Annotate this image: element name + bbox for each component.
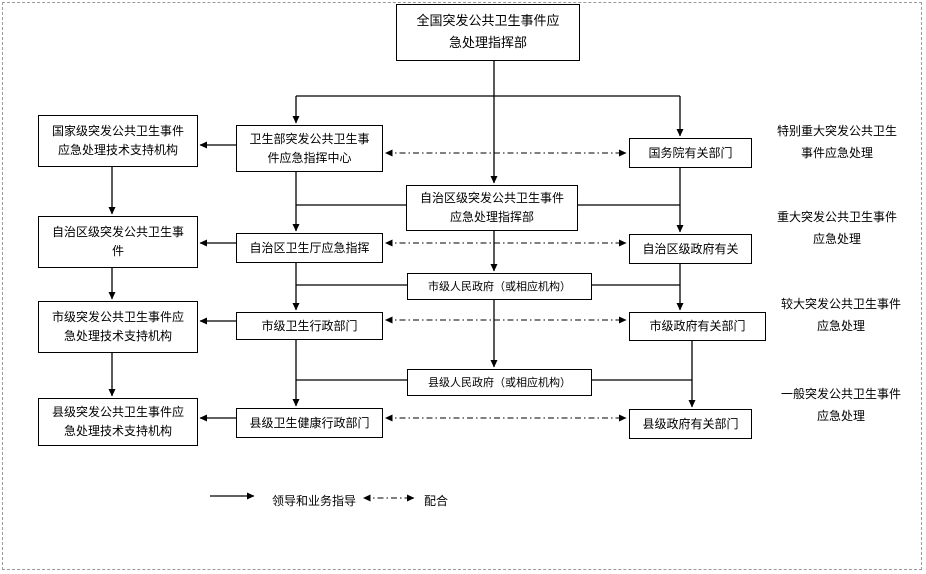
- box-city-gov-depts: 市级政府有关部门: [629, 312, 766, 341]
- legend-coop-label: 配合: [424, 494, 449, 508]
- box-region-command: 自治区级突发公共卫生事件应急处理指挥部: [406, 185, 578, 231]
- level-label-serious: 重大突发公共卫生事件应急处理: [776, 210, 897, 246]
- box-national-command: 全国突发公共卫生事件应急处理指挥部: [396, 4, 580, 61]
- level-label-general: 一般突发公共卫生事件应急处理: [780, 387, 901, 423]
- box-region-gov-depts: 自治区级政府有关: [629, 234, 752, 264]
- level-label-especially-serious: 特别重大突发公共卫生事件应急处理: [776, 124, 897, 160]
- box-city-tech-support: 市级突发公共卫生事件应急处理技术支持机构: [38, 301, 198, 353]
- box-county-tech-support: 县级突发公共卫生事件应急处理技术支持机构: [38, 398, 198, 446]
- box-state-council-depts: 国务院有关部门: [629, 138, 752, 168]
- box-national-tech-support: 国家级突发公共卫生事件应急处理技术支持机构: [38, 115, 198, 167]
- box-region-health-dept: 自治区卫生厅应急指挥: [236, 233, 383, 263]
- box-city-government: 市级人民政府（或相应机构）: [407, 273, 592, 300]
- box-city-health-dept: 市级卫生行政部门: [236, 312, 383, 340]
- box-county-government: 县级人民政府（或相应机构）: [407, 369, 592, 396]
- box-moh-command-center: 卫生部突发公共卫生事件应急指挥中心: [236, 125, 383, 172]
- legend-lead-label: 领导和业务指导: [272, 494, 357, 508]
- box-county-health-dept: 县级卫生健康行政部门: [236, 408, 383, 438]
- box-region-tech-support: 自治区级突发公共卫生事件: [38, 216, 198, 268]
- level-label-major: 较大突发公共卫生事件应急处理: [780, 297, 901, 333]
- box-county-gov-depts: 县级政府有关部门: [629, 409, 752, 439]
